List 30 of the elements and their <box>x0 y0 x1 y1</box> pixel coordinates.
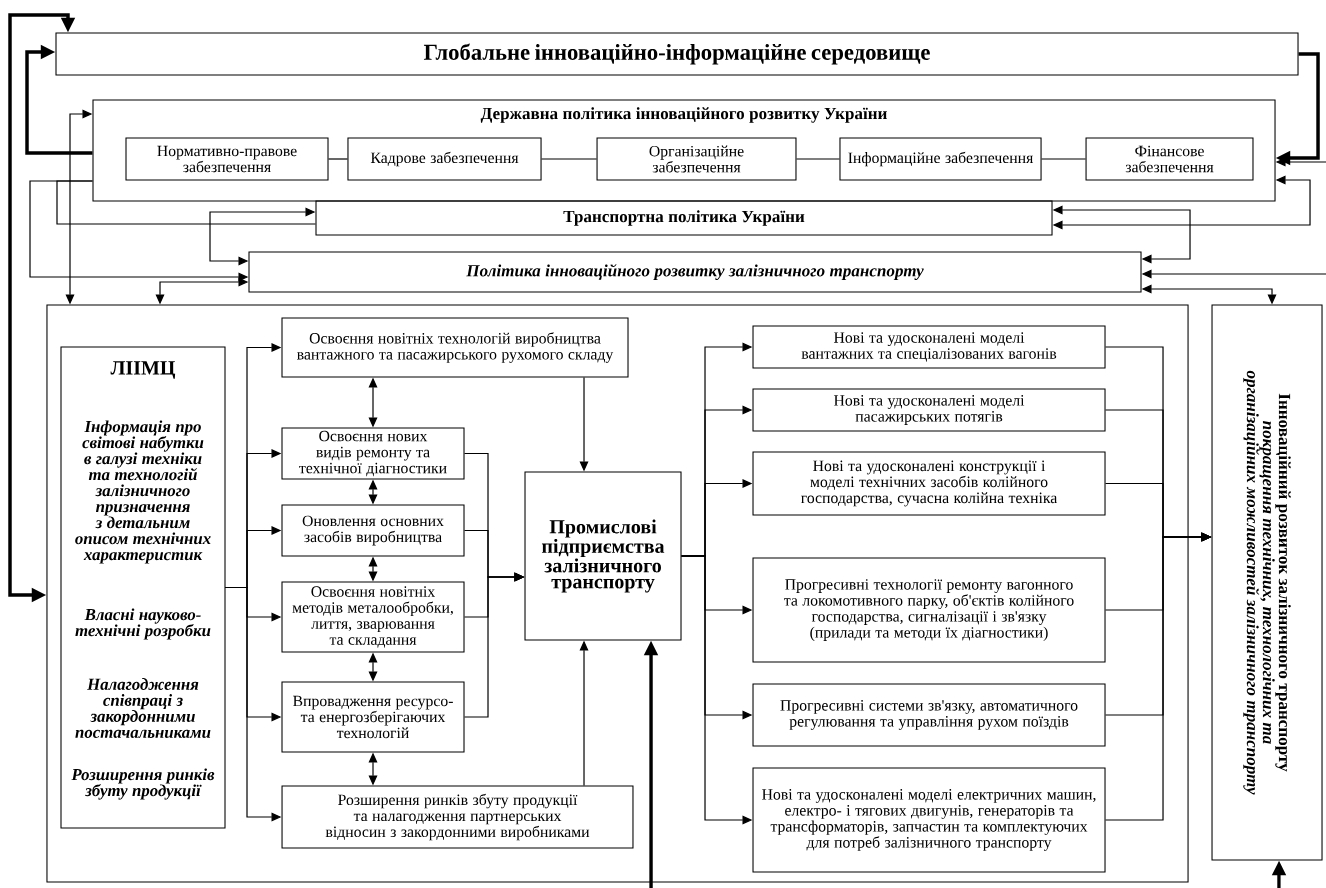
process-box: Інформаційне забезпечення <box>839 137 1042 181</box>
process-box: Освоєння новітніх методів металообробки, лиття, зварювання та складання <box>281 581 465 653</box>
process-box: Транспортна політика України <box>315 200 1053 236</box>
process-box: Впровадження ресурсо- та енергозберігаючих технологій <box>281 681 465 753</box>
process-box: Організаційне забезпечення <box>596 137 797 181</box>
process-box: Нові та удосконалені конструкції і моделі технічних засобів колійного господарства, сучасна колійна техніка <box>752 451 1106 516</box>
process-box: Оновлення основних засобів виробництва <box>281 504 465 557</box>
connector-line <box>541 158 598 160</box>
group-frame <box>46 304 1189 883</box>
process-box: Прогресивні технології ремонту вагонного та локомотивного парку, об'єктів колійного господарства, сигналізації і зв'язку (прилади та методи їх діагностики) <box>752 557 1106 663</box>
process-box: Нормативно-правове забезпечення <box>125 137 329 181</box>
connector-line <box>327 158 349 160</box>
title-box: Глобальне інноваційно-інформаційне середовище <box>55 32 1299 76</box>
process-box: Фінансове забезпечення <box>1085 137 1254 181</box>
connector-line <box>56 180 317 225</box>
arrow <box>25 44 93 155</box>
outcome-box: Інноваційний розвиток залізничного транспорту покращення технічних, технологічних та організаційних можливостей залізничного транспорту <box>1211 304 1323 861</box>
info-panel: ЛІІМЦ Інформація про світові набутки в галузі техніки та технологій залізничного призначення з детальним описом технічних характеристик Власні науково-технічні розробки Налагодження співпраці з закордонними постачальниками Розширення ринків збуту продукції <box>60 346 226 829</box>
process-box: Освоєння новітніх технологій виробництва вантажного та пасажирського рухомого складу <box>281 317 629 378</box>
connector-line <box>1041 158 1087 160</box>
enterprise-box: Промислові підприємства залізничного транспорту <box>524 471 682 641</box>
process-box: Нові та удосконалені моделі електричних машин, електро- і тягових двигунів, генераторів та трансформаторів, запчастин та комплектуючих для потреб залізничного транспорту <box>752 767 1106 873</box>
process-box: Нові та удосконалені моделі вантажних та спеціалізованих вагонів <box>752 325 1106 369</box>
process-box: Політика інноваційного розвитку залізничного транспорту <box>248 251 1142 293</box>
process-box: Розширення ринків збуту продукції та налагодження партнерських відносин з закордонними виробниками <box>281 785 634 849</box>
process-box: Кадрове забезпечення <box>347 137 542 181</box>
connector-line <box>795 158 841 160</box>
process-box: Освоєння нових видів ремонту та технічної діагностики <box>281 427 465 480</box>
process-box: Прогресивні системи зв'язку, автоматичного регулювання та управління рухом поїздів <box>752 683 1106 747</box>
process-box: Нові та удосконалені моделі пасажирських потягів <box>752 388 1106 432</box>
